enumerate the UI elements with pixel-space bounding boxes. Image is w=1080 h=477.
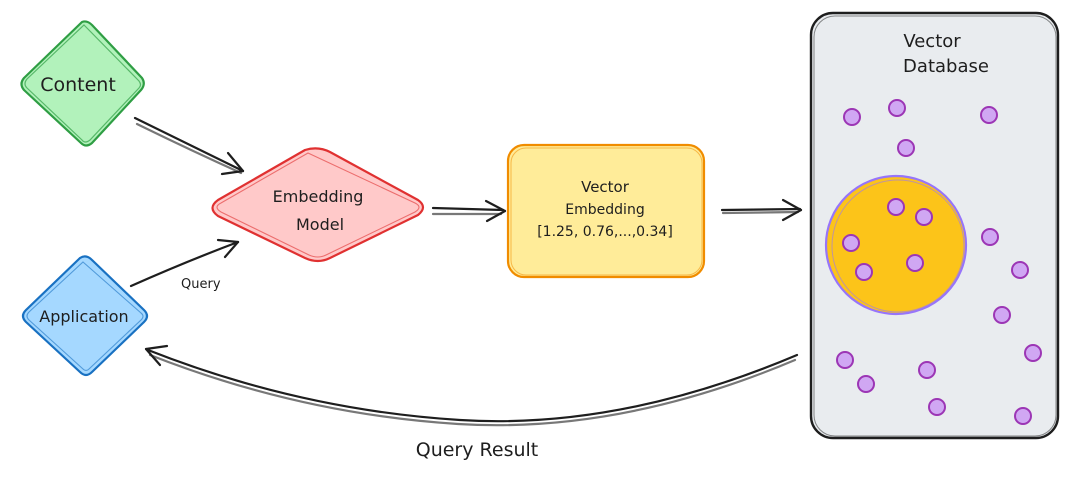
vector-embedding-box <box>506 143 706 279</box>
vector-point <box>1024 344 1042 362</box>
application-label: Application <box>39 307 128 326</box>
query-result-edge-label: Query Result <box>416 439 539 461</box>
vector-database-label-line1: Vector <box>903 31 961 52</box>
vector-embedding-label-line3: [1.25, 0.76,...,0.34] <box>537 224 673 240</box>
vector-point <box>842 234 860 252</box>
arrow-application-to-model <box>129 238 240 288</box>
vector-point <box>915 208 933 226</box>
vector-embedding-label-line2: Embedding <box>565 202 644 218</box>
vector-point <box>918 361 936 379</box>
vector-embedding-node: Vector Embedding [1.25, 0.76,...,0.34] <box>506 143 706 279</box>
vector-point <box>897 139 915 157</box>
content-diamond-shape <box>20 20 145 147</box>
embedding-model-label-line1: Embedding <box>273 187 364 206</box>
content-node: Content <box>20 20 145 147</box>
vector-point <box>836 351 854 369</box>
vector-point <box>887 198 905 216</box>
vector-point <box>855 263 873 281</box>
vector-point <box>888 99 906 117</box>
embedding-model-diamond-shape <box>211 147 425 263</box>
arrow-content-to-model <box>133 116 245 176</box>
arrow-model-to-embedding <box>431 199 507 223</box>
vector-point <box>1014 407 1032 425</box>
vector-point <box>1011 261 1029 279</box>
application-diamond-shape <box>21 255 149 377</box>
vector-point <box>906 254 924 272</box>
arrow-embedding-to-database <box>720 198 803 222</box>
vector-point <box>857 375 875 393</box>
query-edge-label: Query <box>181 277 221 292</box>
embedding-model-node: Embedding Model <box>211 147 425 263</box>
vector-embedding-label-line1: Vector <box>581 178 630 196</box>
vector-point <box>928 398 946 416</box>
vector-database-node: Vector Database <box>809 11 1060 440</box>
application-node: Application <box>21 255 149 377</box>
embedding-model-label-line2: Model <box>296 215 344 234</box>
vector-point <box>981 228 999 246</box>
arrow-database-to-application <box>144 344 799 427</box>
vector-point <box>980 106 998 124</box>
vector-points <box>836 99 1042 425</box>
vector-point <box>843 108 861 126</box>
content-label: Content <box>40 74 116 96</box>
vector-database-label-line2: Database <box>903 56 989 77</box>
vector-point <box>993 306 1011 324</box>
